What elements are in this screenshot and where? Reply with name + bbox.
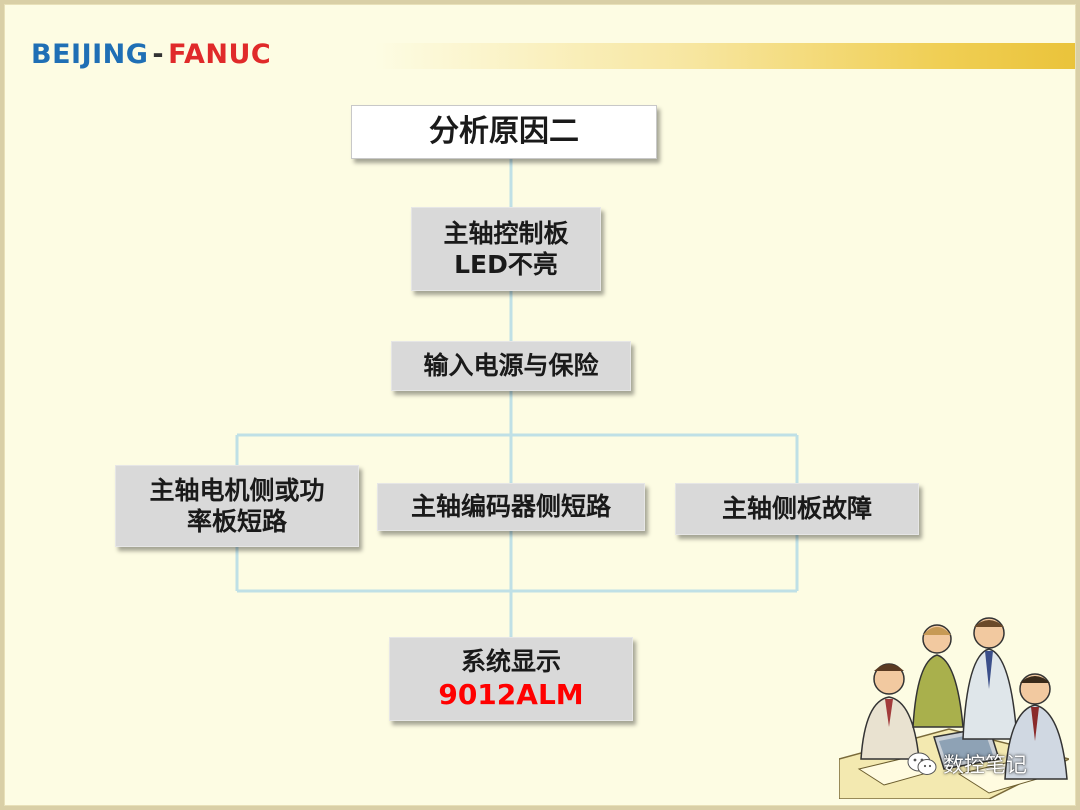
result-box: 系统显示 9012ALM [389,637,633,721]
logo-beijing: BEIJING [31,39,149,70]
header-gradient-bar [375,43,1075,69]
step1-box: 主轴控制板 LED不亮 [411,207,601,291]
branch-left-line1: 主轴电机侧或功 [149,475,325,505]
branch-right-label: 主轴侧板故障 [721,494,872,524]
logo-dash: - [152,39,165,70]
branch-box-right: 主轴侧板故障 [675,483,919,535]
result-alarm-code: 9012ALM [438,678,584,712]
step1-line1: 主轴控制板 [443,218,569,248]
logo-fanuc: FANUC [168,39,272,70]
wechat-icon [907,752,937,775]
step1-line2: LED不亮 [454,250,558,279]
root-box: 分析原因二 [351,105,657,159]
slide: BEIJING-FANUC 分析原因二 主轴控制板 LED不亮 输入电源与保险 … [4,4,1076,806]
step2-label: 输入电源与保险 [423,351,599,381]
business-people-clipart [839,617,1069,799]
branch-left-line2: 率板短路 [186,507,287,536]
branch-box-middle: 主轴编码器侧短路 [377,483,645,531]
root-label: 分析原因二 [429,114,579,150]
brand-logo: BEIJING-FANUC [31,39,271,70]
step2-box: 输入电源与保险 [391,341,631,391]
branch-middle-label: 主轴编码器侧短路 [410,492,611,522]
branch-box-left: 主轴电机侧或功 率板短路 [115,465,359,547]
watermark-text: 数控笔记 [943,753,1027,777]
connector-lines [235,159,799,637]
result-line1: 系统显示 [460,646,561,676]
wechat-watermark: 数控笔记 [907,749,1027,779]
